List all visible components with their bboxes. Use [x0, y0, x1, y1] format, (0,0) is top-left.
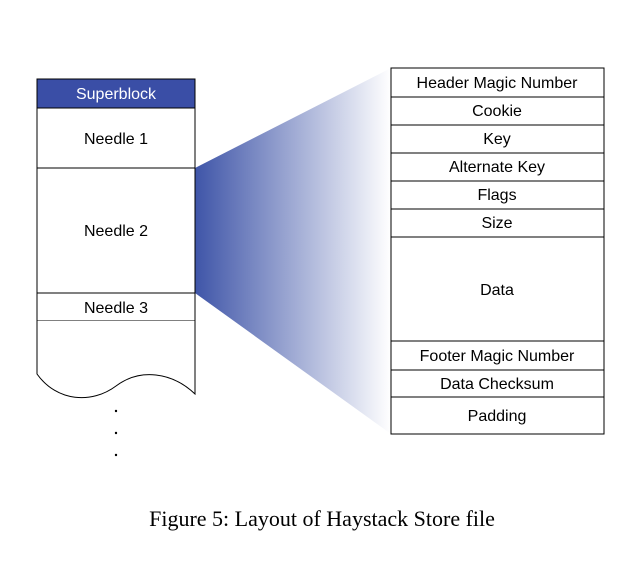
field-flags-label: Flags [477, 187, 516, 204]
field-key-label: Key [483, 131, 511, 148]
field-alternate-key-label: Alternate Key [449, 159, 545, 176]
field-footer-magic-number-box [390, 340, 605, 371]
needle-layout-column: Header Magic Number Cookie Key Alternate… [390, 67, 605, 435]
needle-2-box [36, 167, 196, 294]
needle-1-label: Needle 1 [84, 131, 148, 148]
needle-3-box [36, 292, 196, 322]
field-padding-label: Padding [468, 408, 527, 425]
superblock-box [36, 78, 196, 109]
field-size-label: Size [481, 215, 512, 232]
field-data-box [390, 236, 605, 342]
continuation-dots [114, 409, 118, 457]
field-cookie-box [390, 96, 605, 126]
field-padding-box [390, 396, 605, 435]
superblock-label: Superblock [76, 86, 157, 103]
file-continuation-wave [36, 321, 196, 399]
needle-3-label: Needle 3 [84, 300, 148, 317]
field-header-magic-number-label: Header Magic Number [417, 75, 579, 92]
needle-1-box [36, 107, 196, 169]
expansion-fan [195, 68, 391, 434]
field-size-box [390, 208, 605, 238]
field-footer-magic-number-label: Footer Magic Number [420, 348, 575, 365]
field-cookie-label: Cookie [472, 103, 522, 120]
field-alternate-key-box [390, 152, 605, 182]
store-file-column: Superblock Needle 1 Needle 2 Needle 3 [36, 78, 196, 457]
field-data-label: Data [480, 282, 514, 299]
needle-2-label: Needle 2 [84, 223, 148, 240]
figure-caption: Figure 5: Layout of Haystack Store file [149, 506, 495, 531]
field-data-checksum-label: Data Checksum [440, 376, 554, 393]
